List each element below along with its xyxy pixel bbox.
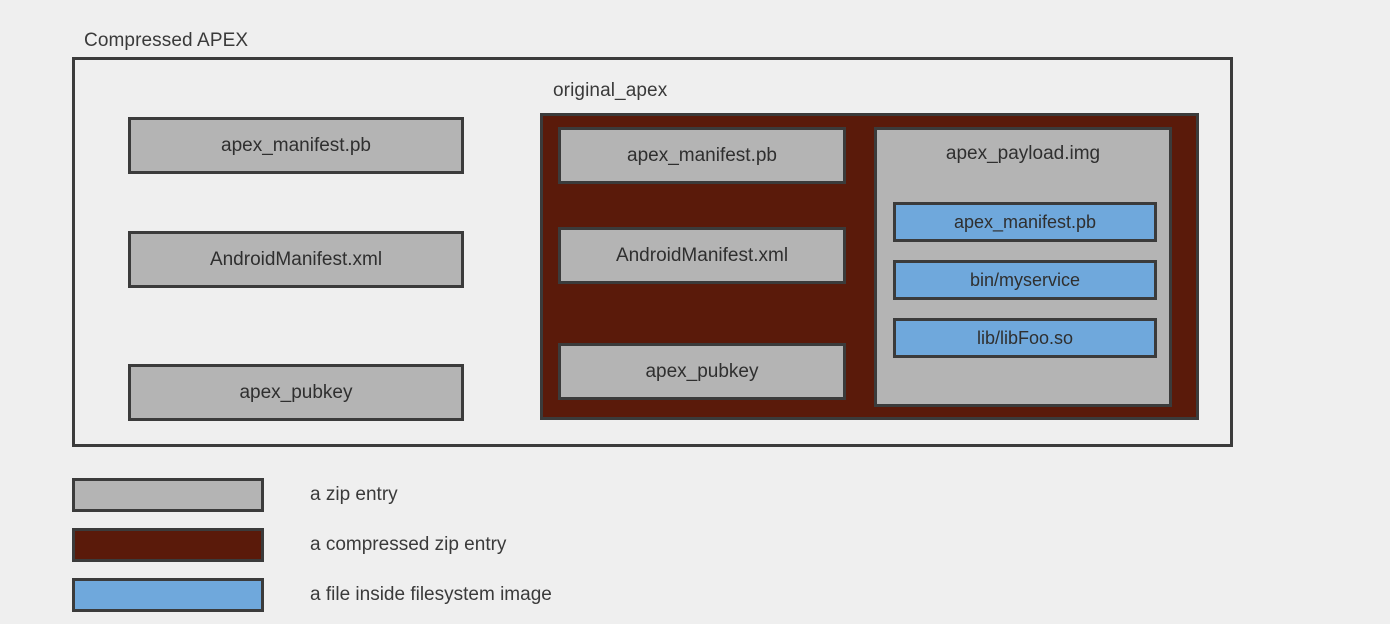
original-apex-label: original_apex xyxy=(553,80,668,101)
legend-swatch-filesystem-file xyxy=(72,578,264,612)
zip-entry-android-manifest-inner[interactable]: AndroidManifest.xml xyxy=(558,227,846,284)
apex-payload-img-title: apex_payload.img xyxy=(945,143,1101,164)
fs-file-lib-libfoo-so[interactable]: lib/libFoo.so xyxy=(893,318,1157,358)
legend-label-compressed-zip-entry: a compressed zip entry xyxy=(310,534,507,555)
zip-entry-android-manifest-outer[interactable]: AndroidManifest.xml xyxy=(128,231,464,288)
zip-entry-apex-pubkey-inner[interactable]: apex_pubkey xyxy=(558,343,846,400)
zip-entry-apex-payload-img[interactable]: apex_payload.img apex_manifest.pb bin/my… xyxy=(874,127,1172,407)
compressed-zip-entry-original-apex: apex_manifest.pb AndroidManifest.xml ape… xyxy=(540,113,1199,420)
compressed-apex-label: Compressed APEX xyxy=(84,30,249,51)
zip-entry-apex-manifest-outer[interactable]: apex_manifest.pb xyxy=(128,117,464,174)
legend-swatch-zip-entry xyxy=(72,478,264,512)
legend-label-filesystem-file: a file inside filesystem image xyxy=(310,584,552,605)
legend-label-zip-entry: a zip entry xyxy=(310,484,398,505)
zip-entry-apex-pubkey-outer[interactable]: apex_pubkey xyxy=(128,364,464,421)
legend-swatch-compressed-zip-entry xyxy=(72,528,264,562)
fs-file-bin-myservice[interactable]: bin/myservice xyxy=(893,260,1157,300)
fs-file-apex-manifest[interactable]: apex_manifest.pb xyxy=(893,202,1157,242)
zip-entry-apex-manifest-inner[interactable]: apex_manifest.pb xyxy=(558,127,846,184)
